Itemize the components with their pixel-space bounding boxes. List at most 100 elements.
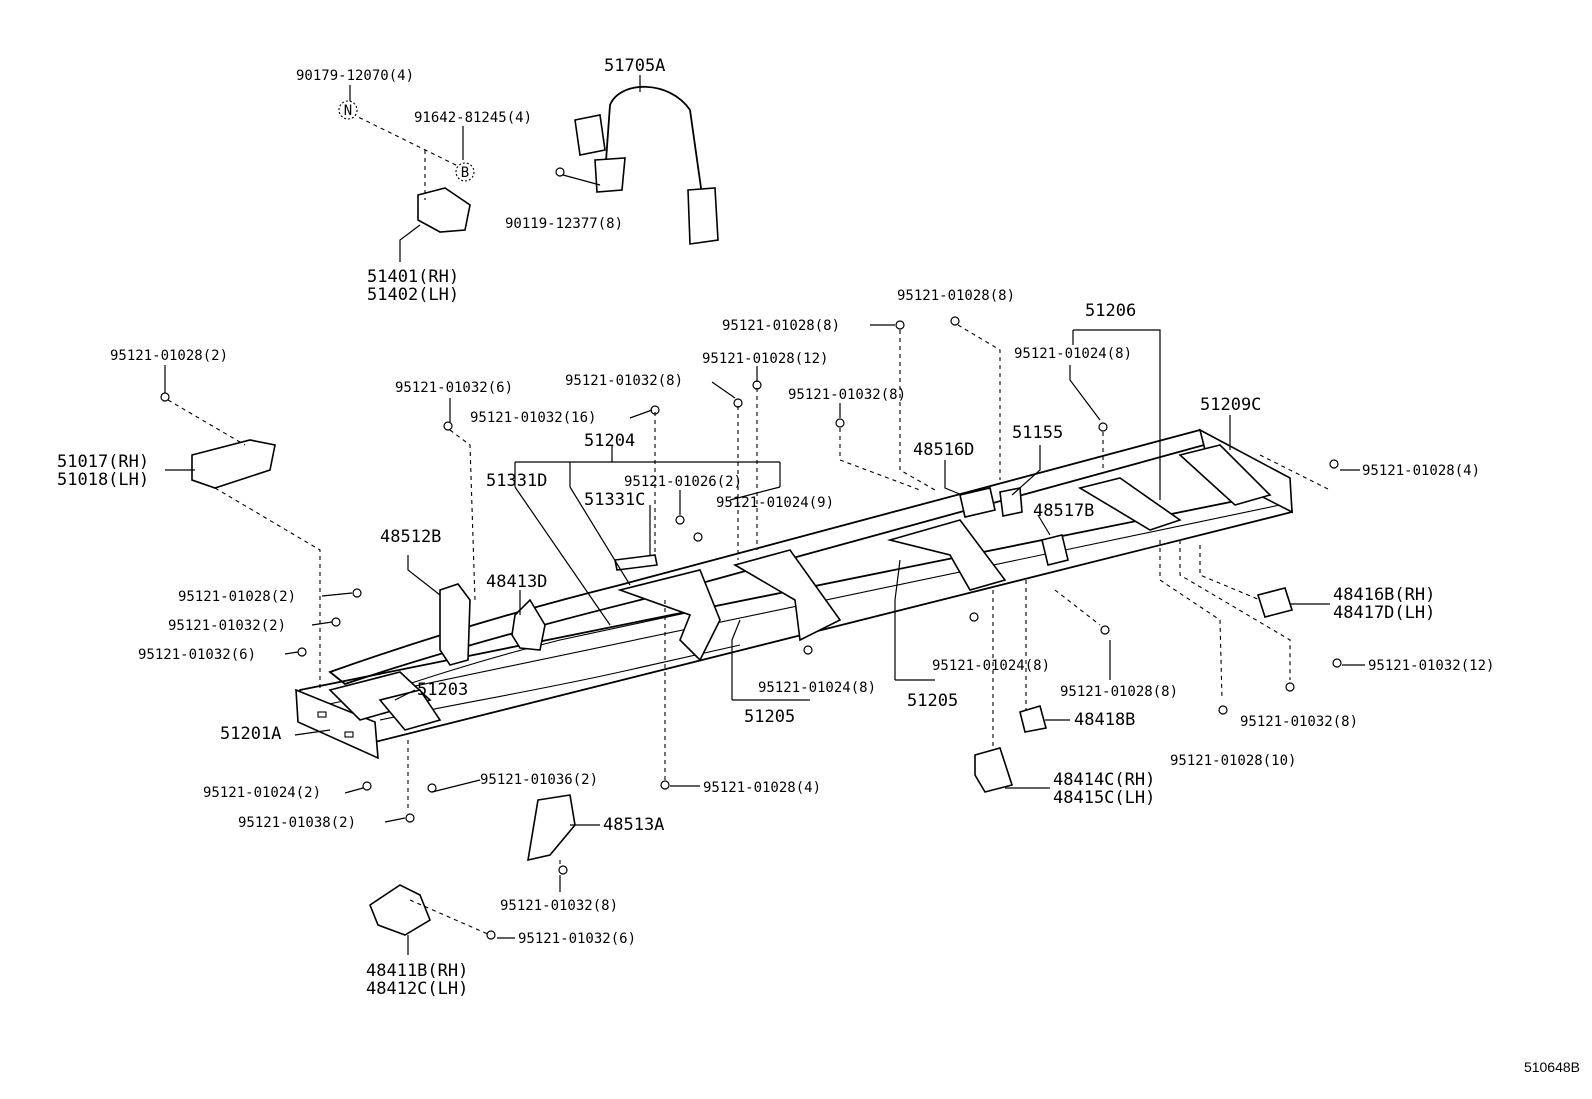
part-48516d: [959, 487, 996, 518]
bolt-icon: [950, 316, 960, 326]
bolt-icon: [331, 617, 341, 627]
callout-48416b: 48416B(RH): [1333, 585, 1435, 605]
bolt-icon: [835, 418, 845, 428]
callout-95121-01024-9: 95121-01024(9): [716, 495, 834, 511]
callout-95121-01032-8-bottom: 95121-01032(8): [500, 898, 618, 914]
dashed-line: [1199, 545, 1261, 601]
n-symbol-circle: [338, 100, 358, 120]
bolt-icon: [486, 930, 496, 940]
leader-line: [284, 651, 299, 655]
dashed-line: [409, 899, 491, 936]
dashed-line: [1159, 540, 1223, 701]
callout-95121-01026-2: 95121-01026(2): [624, 474, 742, 490]
bolt-icon: [405, 813, 415, 823]
callout-48414c: 48414C(RH): [1053, 770, 1155, 790]
callout-95121-01028-8-right: 95121-01028(8): [1060, 684, 1178, 700]
callout-48415c: 48415C(LH): [1053, 788, 1155, 808]
callout-51203: 51203: [417, 680, 468, 700]
callout-95121-01036-2: 95121-01036(2): [480, 772, 598, 788]
leader-line: [1073, 329, 1161, 500]
bolt-icon: [675, 515, 685, 525]
bolt-icon: [803, 645, 813, 655]
bolt-icon: [160, 392, 170, 402]
part-51705a-bracket-right: [687, 187, 719, 245]
callout-48418b: 48418B: [1074, 710, 1135, 730]
callout-90119-12377: 90119-12377(8): [505, 216, 623, 232]
bolt-icon: [693, 532, 703, 542]
part-48414c: [974, 747, 1014, 793]
callout-51017: 51017(RH): [57, 452, 149, 472]
callout-48512b: 48512B: [380, 527, 441, 547]
part-48517b: [1041, 534, 1069, 566]
bolt-icon: [1329, 459, 1339, 469]
callout-51209c: 51209C: [1200, 395, 1261, 415]
leader-line: [944, 460, 963, 496]
figure-id: 510648B: [1524, 1059, 1580, 1075]
bolt-icon: [969, 612, 979, 622]
callout-95121-01024-2: 95121-01024(2): [203, 785, 321, 801]
callout-95121-01032-8-right: 95121-01032(8): [1240, 714, 1358, 730]
n-symbol: N: [344, 103, 352, 119]
callout-95121-01028-4-right: 95121-01028(4): [1362, 463, 1480, 479]
bolt-icon: [443, 421, 453, 431]
leader-line: [729, 486, 781, 501]
reference-symbols: N B: [338, 100, 475, 182]
dashed-line: [214, 487, 321, 690]
part-48416b: [1256, 587, 1294, 618]
callout-95121-01032-16: 95121-01032(16): [470, 410, 596, 426]
callout-95121-01032-8-mid: 95121-01032(8): [788, 387, 906, 403]
callout-95121-01028-8-top2: 95121-01028(8): [897, 288, 1015, 304]
bolt-icon: [555, 167, 565, 177]
leader-line: [1069, 365, 1101, 421]
callout-51206: 51206: [1085, 301, 1136, 321]
frame-hole: [344, 731, 354, 738]
part-51017: [191, 439, 276, 489]
b-symbol-circle: [455, 162, 475, 182]
callout-95121-01032-2-left: 95121-01032(2): [168, 618, 286, 634]
bolt-icon: [660, 780, 670, 790]
part-48512b: [439, 583, 471, 666]
callout-95121-01032-6-top: 95121-01032(6): [395, 380, 513, 396]
callout-51155: 51155: [1012, 423, 1063, 443]
callout-91642-81245: 91642-81245(4): [414, 110, 532, 126]
leader-line: [344, 787, 364, 794]
callout-95121-01028-2-top: 95121-01028(2): [110, 348, 228, 364]
callout-51205-left: 51205: [744, 707, 795, 727]
callout-51204: 51204: [584, 431, 635, 451]
frame-hole: [317, 711, 327, 718]
callout-48513a: 48513A: [603, 815, 664, 835]
bolt-icon: [1218, 705, 1228, 715]
dashed-line: [1179, 540, 1291, 680]
leader-line: [1011, 445, 1041, 496]
callout-51705a: 51705A: [604, 56, 665, 76]
dashed-locator-lines: [167, 113, 1331, 936]
bolt-icon: [558, 865, 568, 875]
dashed-line: [167, 399, 246, 446]
bolt-icon: [1100, 625, 1110, 635]
frame-rail-near-edge: [309, 504, 1281, 709]
callout-51201a: 51201A: [220, 724, 281, 744]
callout-51331c: 51331C: [584, 490, 645, 510]
leader-line: [569, 486, 631, 586]
callout-95121-01028-12: 95121-01028(12): [702, 351, 828, 367]
callout-48411b: 48411B(RH): [366, 961, 468, 981]
b-symbol: B: [461, 165, 469, 181]
part-48411b: [369, 884, 431, 936]
callout-51205-right: 51205: [907, 691, 958, 711]
callout-95121-01032-8-top: 95121-01032(8): [565, 373, 683, 389]
crossmember-51209c: [1178, 444, 1272, 506]
callout-51018: 51018(LH): [57, 470, 149, 490]
leader-line: [431, 779, 481, 793]
leader-line: [321, 592, 353, 597]
bolt-icon: [1332, 658, 1342, 668]
bolt-icon: [895, 320, 905, 330]
leader-line: [514, 486, 611, 626]
callout-90179-12070: 90179-12070(4): [296, 68, 414, 84]
leader-line: [399, 224, 421, 262]
callout-51401: 51401(RH): [367, 267, 459, 287]
part-51705a-bracket-mid: [594, 157, 626, 193]
leader-line: [1037, 514, 1051, 536]
callout-48517b: 48517B: [1033, 501, 1094, 521]
leader-line: [894, 559, 901, 680]
